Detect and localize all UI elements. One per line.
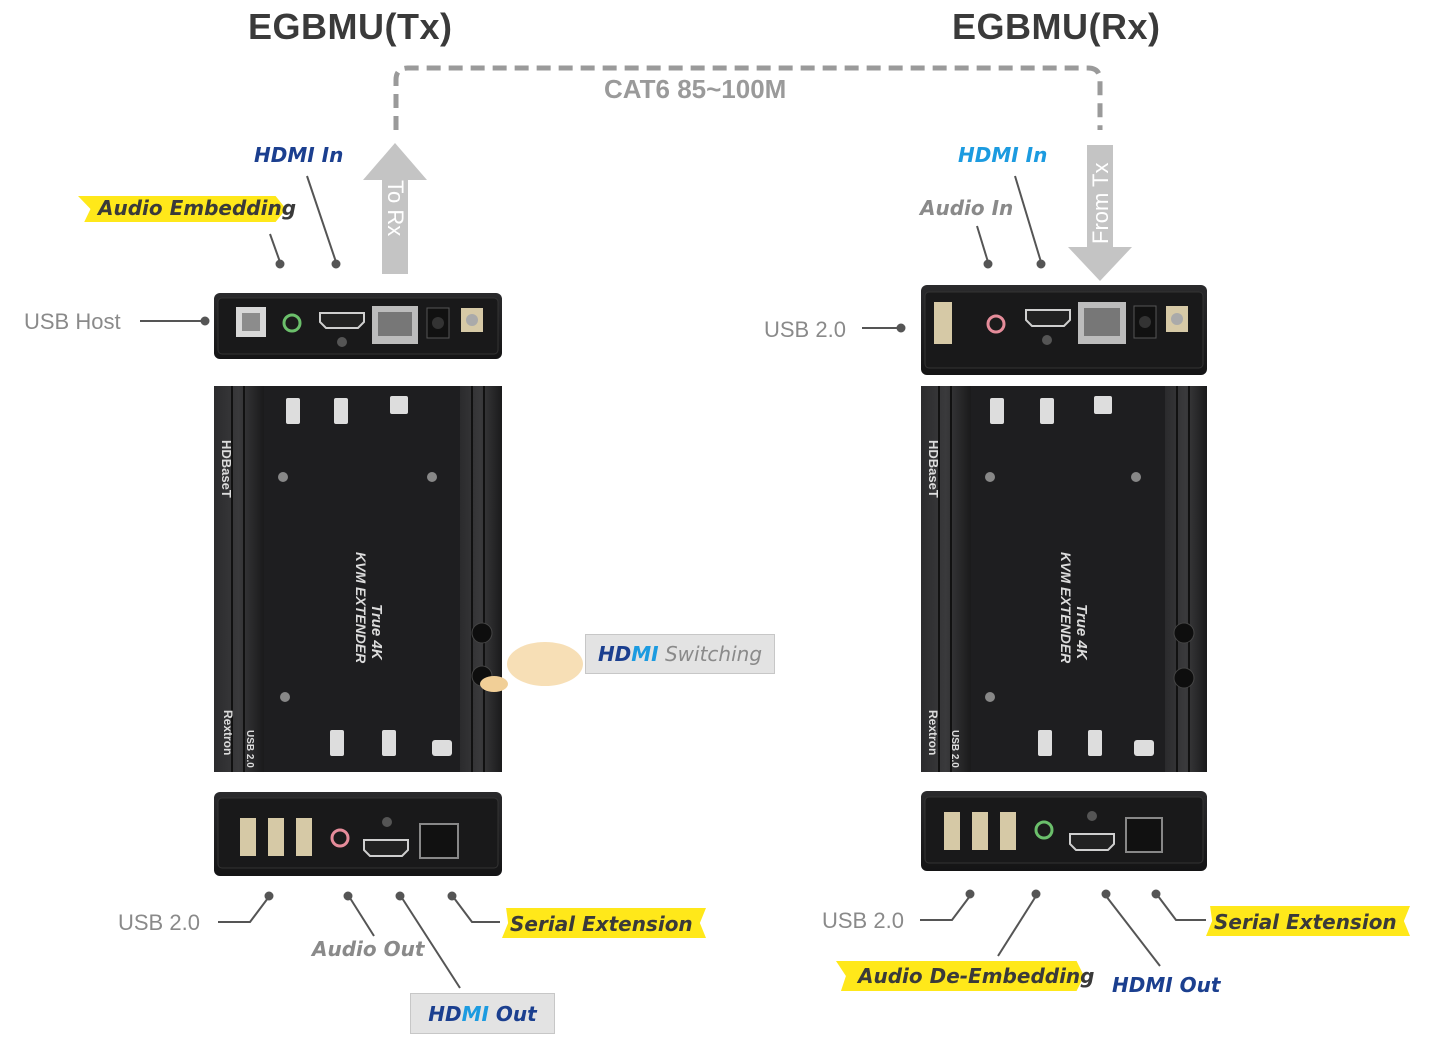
to-rx-label: To Rx: [383, 180, 408, 237]
tx-audio-embedding-highlight: [78, 196, 286, 222]
tx-switching-rest: Switching: [658, 642, 763, 666]
tx-panel-product-line1: True 4K: [368, 604, 385, 661]
rx-usb20-bottom-label: USB 2.0: [822, 908, 904, 933]
tx-switching-mi: MI: [631, 642, 659, 666]
rx-audio-de-embedding-label: Audio De-Embedding: [858, 964, 1095, 988]
tx-panel-hdbaset: HDBaseT: [219, 440, 234, 498]
rx-title: EGBMU(Rx): [952, 6, 1161, 47]
rx-hdmi-in-label: HDMI In: [958, 143, 1048, 167]
rx-main-body: [921, 386, 1207, 772]
hand-pointer: [480, 642, 583, 692]
rx-connector-panel-bottom: [921, 791, 1207, 871]
rx-panel-usb: USB 2.0: [949, 730, 960, 768]
tx-hdmi-in-label: HDMI In: [254, 143, 344, 167]
from-tx-arrow: [1068, 145, 1132, 281]
rx-connector-panel-top: [921, 285, 1207, 375]
rx-usb20-top-label: USB 2.0: [764, 317, 846, 342]
to-rx-arrow: [363, 143, 427, 274]
leader-lines: [140, 175, 1206, 989]
tx-usb-host-label: USB Host: [24, 309, 121, 334]
tx-title: EGBMU(Tx): [248, 6, 453, 47]
tx-hdmi-out-hd: HD: [428, 1001, 462, 1026]
tx-usb20-label: USB 2.0: [118, 910, 200, 935]
rx-audio-in-label: Audio In: [920, 196, 1014, 220]
rx-panel-product-line1: True 4K: [1073, 604, 1090, 661]
tx-connector-panel-top: [214, 293, 502, 359]
rx-panel-brand: Rextron: [926, 710, 940, 755]
tx-audio-embedding-label: Audio Embedding: [98, 196, 297, 220]
rx-audio-de-embedding-highlight: [836, 961, 1084, 991]
tx-panel-brand: Rextron: [221, 710, 235, 755]
from-tx-label: From Tx: [1088, 162, 1113, 244]
tx-serial-extension-label: Serial Extension: [510, 912, 693, 936]
tx-hdmi-out-mi: MI: [461, 1001, 489, 1026]
tx-panel-product-line2: KVM EXTENDER: [353, 552, 369, 664]
tx-serial-extension-highlight: [502, 908, 706, 938]
tx-hdmi-out-rest: Out: [488, 1001, 537, 1026]
cat6-cable: [393, 65, 1103, 130]
rx-serial-extension-label: Serial Extension: [1214, 910, 1397, 934]
tx-switching-hd: HD: [597, 642, 632, 666]
tx-panel-usb: USB 2.0: [244, 730, 255, 768]
rx-panel-hdbaset: HDBaseT: [926, 440, 941, 498]
rx-panel-product-line2: KVM EXTENDER: [1058, 552, 1074, 664]
tx-audio-out-label: Audio Out: [312, 937, 425, 961]
tx-main-body: [214, 386, 502, 772]
rx-hdmi-out-label: HDMI Out: [1112, 973, 1221, 997]
cable-label: CAT6 85~100M: [604, 74, 787, 104]
rx-serial-extension-highlight: [1206, 906, 1410, 936]
tx-connector-panel-bottom: [214, 792, 502, 876]
